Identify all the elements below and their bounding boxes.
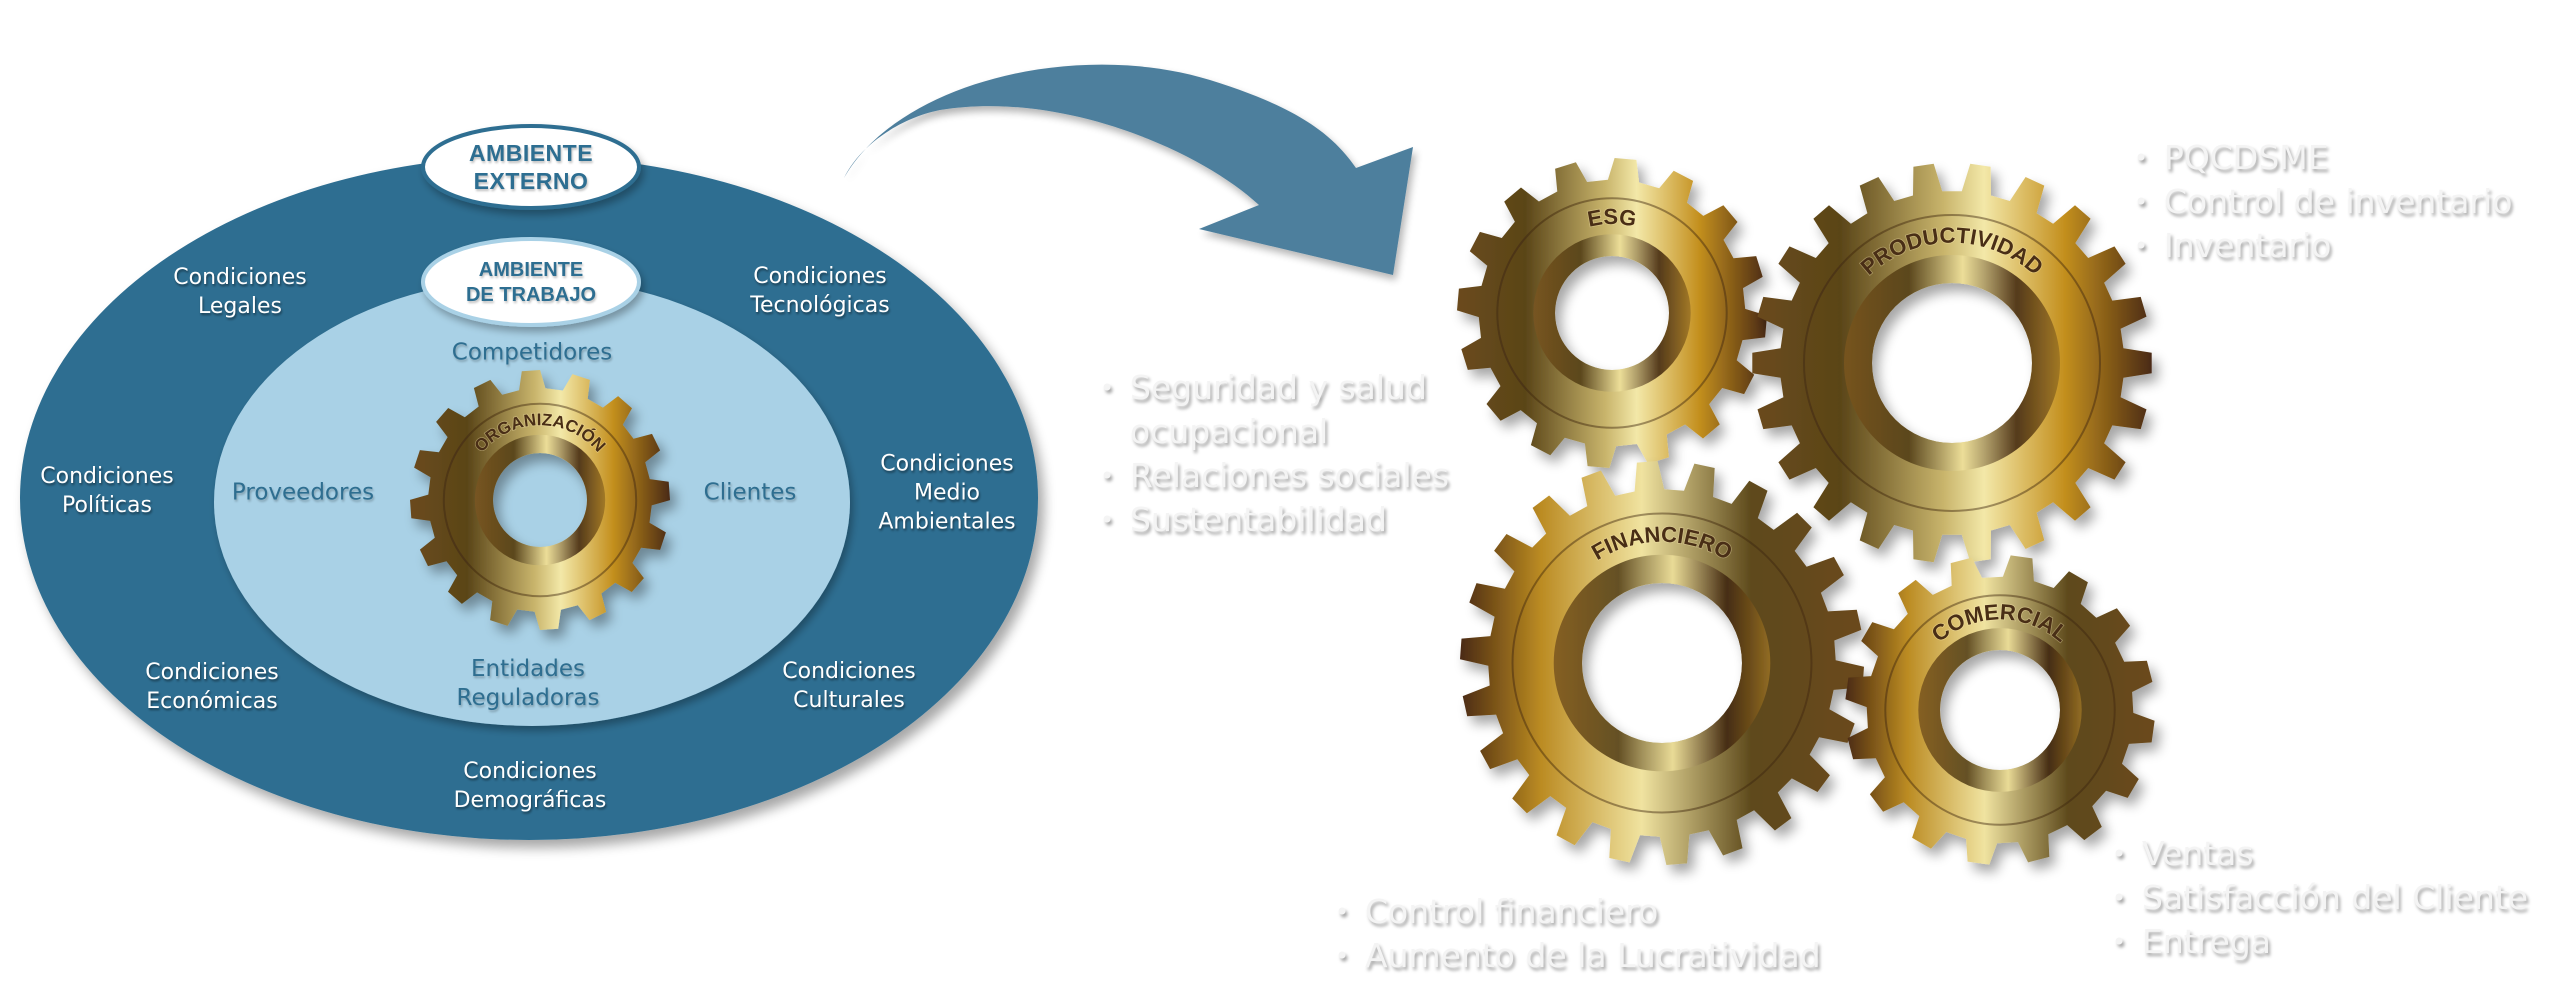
list-item: • Sustentabilidad xyxy=(1100,498,1449,542)
list-item: • Satisfacción del Cliente xyxy=(2112,876,2528,920)
list-item-text: Control de inventario xyxy=(2164,182,2513,221)
label-political-conditions: Condiciones Políticas xyxy=(40,464,174,518)
list-item: • Ventas xyxy=(2112,832,2528,876)
comercial-list: • Ventas • Satisfacción del Cliente • Entre… xyxy=(2112,832,2528,964)
list-item-text: Inventario xyxy=(2164,226,2332,265)
list-item: • Seguridad y salud ocupacional xyxy=(1100,366,1430,454)
label-regulators: Entidades Reguladoras xyxy=(456,656,600,711)
work-environment-pill xyxy=(421,237,641,327)
gear-productividad: PRODUCTIVIDAD xyxy=(1752,163,2152,563)
gear-comercial: COMERCIAL xyxy=(1845,555,2155,865)
gear-inner-ring xyxy=(1533,234,1691,392)
label-demographic-conditions: Condiciones Demográficas xyxy=(453,759,607,813)
gear-inner-ring xyxy=(1918,628,2082,792)
gear-inner-ring xyxy=(1844,255,2060,471)
label-suppliers: Proveedores xyxy=(231,479,375,506)
gear-body xyxy=(1460,461,1864,865)
list-item: • Entrega xyxy=(2112,920,2528,964)
label-cultural-conditions: Condiciones Culturales xyxy=(782,659,916,713)
list-item: • Control financiero xyxy=(1335,890,1821,934)
bullet-icon: • xyxy=(1100,506,1115,534)
financiero-list: • Control financiero • Aumento de la Lucra… xyxy=(1335,890,1821,978)
list-item-text: PQCDSME xyxy=(2164,138,2329,177)
gear-organizacion: ORGANIZACIÓN xyxy=(410,370,670,630)
esg-list: • Seguridad y salud ocupacional • Relacion… xyxy=(1100,366,1449,542)
label-competitors: Competidores xyxy=(451,339,613,366)
productividad-list: • PQCDSME • Control de inventario • Inventa… xyxy=(2134,136,2512,268)
gear-inner-ring xyxy=(1553,554,1771,772)
bullet-icon: • xyxy=(2134,232,2149,260)
list-item: • Inventario xyxy=(2134,224,2512,268)
bullet-icon: • xyxy=(2134,144,2149,172)
label-technological-conditions: Condiciones Tecnológicas xyxy=(750,264,890,318)
label-clients: Clientes xyxy=(703,479,797,506)
gear-esg: ESG xyxy=(1457,158,1767,468)
bullet-icon: • xyxy=(2112,884,2127,912)
bullet-icon: • xyxy=(2112,840,2127,868)
list-item-text: Ventas xyxy=(2142,834,2254,873)
bullet-icon: • xyxy=(1335,942,1350,970)
gear-groove xyxy=(1511,512,1813,814)
list-item: • PQCDSME xyxy=(2134,136,2512,180)
list-item-text: Aumento de la Lucratividad xyxy=(1365,936,1821,975)
list-item: • Aumento de la Lucratividad xyxy=(1335,934,1821,978)
label-legal-conditions: Condiciones Legales xyxy=(173,265,307,319)
gear-groove xyxy=(1496,197,1728,429)
environment-diagram xyxy=(20,124,1038,840)
gear-body xyxy=(1457,158,1767,468)
gear-financiero: FINANCIERO xyxy=(1460,461,1864,865)
bullet-icon: • xyxy=(2112,928,2127,956)
list-item-text: Seguridad y salud ocupacional xyxy=(1130,368,1427,451)
list-item: • Control de inventario xyxy=(2134,180,2512,224)
bullet-icon: • xyxy=(1100,462,1115,490)
work-environment-title: AMBIENTE DE TRABAJO xyxy=(465,259,597,306)
gear-groove xyxy=(1884,594,2116,826)
bullet-icon: • xyxy=(1100,374,1115,402)
list-item-text: Satisfacción del Cliente xyxy=(2142,878,2529,917)
list-item-text: Sustentabilidad xyxy=(1130,500,1387,539)
bullet-icon: • xyxy=(2134,188,2149,216)
work-environment-ellipse xyxy=(214,278,850,726)
bullet-icon: • xyxy=(1335,898,1350,926)
gears-layer: ORGANIZACIÓN ESG PRODUCTIVIDADFINANCIEROCO… xyxy=(410,158,2155,865)
list-item-text: Entrega xyxy=(2142,922,2272,961)
flow-arrow xyxy=(844,64,1413,275)
gear-body xyxy=(1752,163,2152,563)
outer-environment-title: AMBIENTE EXTERNO xyxy=(468,140,594,194)
list-item-text: Control financiero xyxy=(1365,892,1659,931)
gear-body xyxy=(1845,555,2155,865)
gear-groove xyxy=(1803,214,2101,512)
label-economic-conditions: Condiciones Económicas xyxy=(145,660,279,714)
list-item-text: Relaciones sociales xyxy=(1130,456,1450,495)
outer-environment-pill xyxy=(421,124,641,210)
gear-groove xyxy=(442,402,638,598)
label-environmental-conditions: Condiciones Medio Ambientales xyxy=(878,451,1016,535)
gear-body xyxy=(410,370,670,630)
list-item: • Relaciones sociales xyxy=(1100,454,1449,498)
gear-label: ESG xyxy=(1585,204,1638,232)
